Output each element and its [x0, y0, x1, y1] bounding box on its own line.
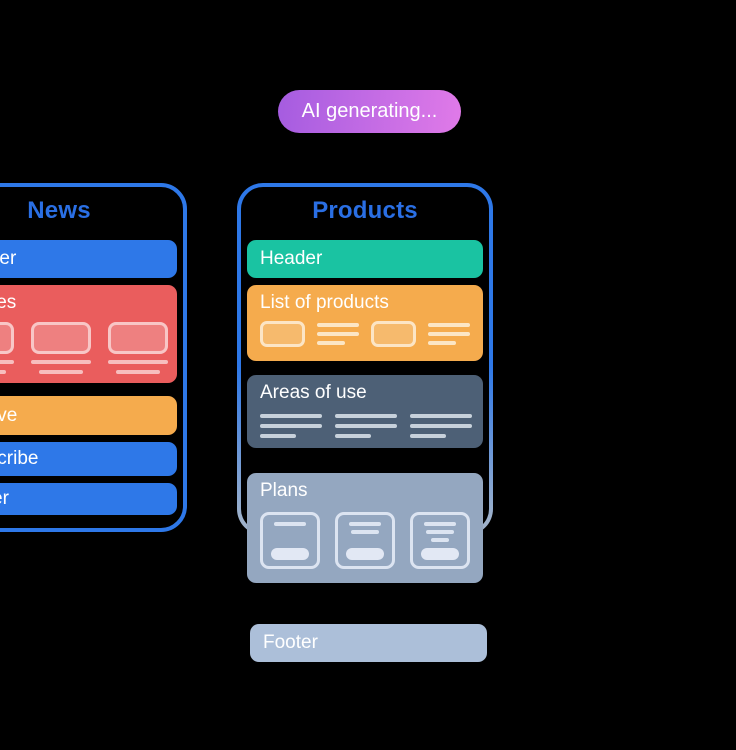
image-placeholder [260, 321, 305, 347]
text-line [0, 370, 7, 374]
article-placeholder [31, 322, 91, 374]
image-placeholder [108, 322, 168, 354]
footer-section-block[interactable]: Footer [250, 624, 487, 662]
button-placeholder [271, 548, 309, 560]
text-line-group [335, 414, 397, 444]
footer-label: Footer [263, 632, 318, 653]
text-line [260, 434, 296, 438]
text-line [410, 424, 472, 428]
article-placeholder-row [0, 322, 168, 374]
text-line [31, 360, 91, 364]
news-card-body: Header Articles [0, 240, 183, 515]
products-section-plans[interactable]: Plans [247, 473, 483, 583]
products-card-body: Header List of products Areas of [241, 240, 489, 583]
text-line-group [317, 321, 359, 350]
text-line [317, 341, 345, 345]
article-placeholder [108, 322, 168, 374]
products-list-label: List of products [260, 292, 389, 313]
news-section-header[interactable]: Header [0, 240, 177, 278]
text-line [335, 434, 371, 438]
image-placeholder [31, 322, 91, 354]
image-placeholder [371, 321, 416, 347]
text-line [351, 530, 379, 534]
text-line [428, 323, 470, 327]
plan-cards-row [260, 512, 470, 569]
products-page-card[interactable]: Products Header List of products [237, 183, 493, 583]
text-line [426, 530, 454, 534]
text-line [115, 370, 161, 374]
button-placeholder [346, 548, 384, 560]
news-section-articles[interactable]: Articles [0, 285, 177, 383]
text-line [423, 522, 457, 526]
text-line [335, 414, 397, 418]
areas-text-row [260, 414, 472, 444]
products-section-areas[interactable]: Areas of use [247, 375, 483, 448]
text-line [428, 341, 456, 345]
image-placeholder [0, 322, 14, 354]
text-line [410, 414, 472, 418]
text-line-group [428, 321, 470, 350]
text-line [260, 414, 322, 418]
products-areas-label: Areas of use [260, 382, 367, 403]
products-card-title: Products [312, 197, 418, 224]
text-line [430, 538, 450, 542]
news-page-card[interactable]: News Header Articles [0, 183, 187, 532]
article-placeholder [0, 322, 14, 374]
products-section-list[interactable]: List of products [247, 285, 483, 361]
ai-generating-label: AI generating... [301, 100, 438, 122]
products-plans-label: Plans [260, 480, 308, 501]
news-articles-label: Articles [0, 292, 17, 313]
news-footer-label: Footer [0, 488, 9, 509]
text-line [108, 360, 168, 364]
news-section-subscribe[interactable]: Subscribe [0, 442, 177, 476]
text-line [260, 424, 322, 428]
news-card-title: News [27, 197, 91, 224]
text-line [317, 323, 359, 327]
product-placeholder-row [260, 321, 470, 350]
text-line [428, 332, 470, 336]
plan-card [260, 512, 320, 569]
products-header-label: Header [260, 248, 323, 269]
text-line [38, 370, 84, 374]
news-archive-label: Archive [0, 404, 18, 426]
news-section-archive[interactable]: Archive [0, 396, 177, 435]
plan-card [335, 512, 395, 569]
ai-generating-status-pill: AI generating... [278, 90, 461, 133]
products-section-header[interactable]: Header [247, 240, 483, 278]
button-placeholder [421, 548, 459, 560]
news-header-label: Header [0, 248, 17, 269]
text-line [348, 522, 382, 526]
plan-card [410, 512, 470, 569]
text-line-group [410, 414, 472, 444]
text-line [0, 360, 14, 364]
text-line [273, 522, 307, 526]
text-line [317, 332, 359, 336]
news-section-footer[interactable]: Footer [0, 483, 177, 515]
text-line-group [260, 414, 322, 444]
text-line [410, 434, 446, 438]
text-line [335, 424, 397, 428]
news-subscribe-label: Subscribe [0, 448, 39, 469]
